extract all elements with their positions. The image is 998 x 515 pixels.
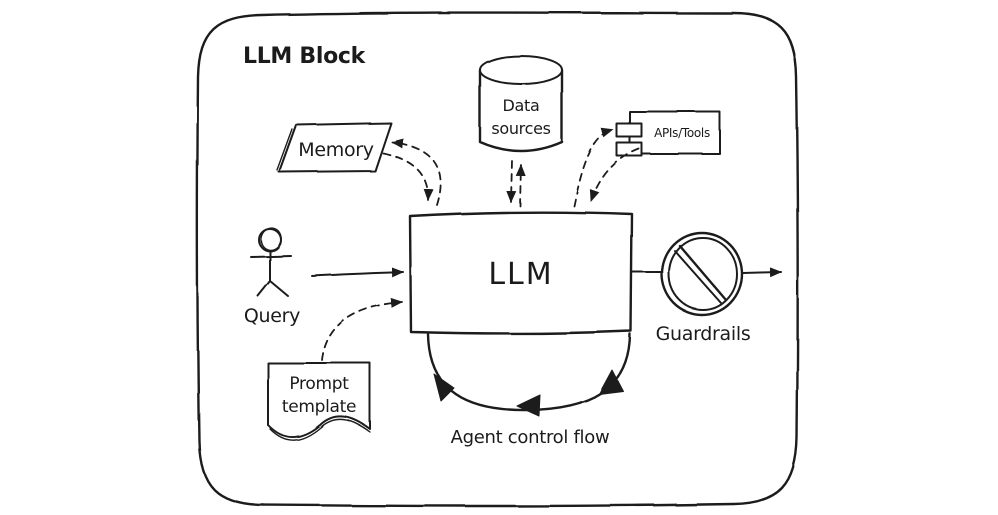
document-wave-echo: [269, 418, 371, 441]
component-tab-bottom-icon: [616, 142, 643, 157]
llm-to-data-sources-arrow: [515, 164, 526, 207]
guardrails-output-arrow: [742, 267, 782, 278]
llm-node: [408, 211, 634, 335]
diagram-shapes-layer: [196, 11, 799, 508]
database-icon-top: [479, 55, 563, 85]
apis-tools-to-llm-arrow: [589, 148, 640, 202]
query-node: [250, 227, 292, 297]
loop-arc: [426, 332, 632, 412]
memory-node: [276, 122, 392, 173]
guardrails-node: [660, 231, 744, 317]
data-sources-to-llm-arrow: [506, 160, 517, 203]
llm-label: LLM: [488, 257, 553, 292]
prompt-template-label-line2: template: [282, 397, 356, 417]
diagram-text-layer: LLM Block LLM Memory Data sources APIs/T…: [243, 44, 751, 448]
memory-label: Memory: [298, 139, 374, 161]
query-to-llm-arrow: [311, 267, 404, 278]
data-sources-label-line1: Data: [502, 96, 539, 115]
prompt-template-to-llm-arrow: [321, 297, 403, 361]
loop-arrowhead-middle: [516, 394, 541, 417]
document-icon: [267, 362, 371, 438]
data-sources-label-line2: sources: [491, 119, 550, 138]
apis-tools-node: [616, 111, 721, 157]
llm-to-memory-arrow: [391, 138, 442, 206]
llm-to-apis-tools-arrow: [573, 128, 614, 207]
agent-control-flow-loop: [426, 332, 632, 417]
prompt-template-label-line1: Prompt: [289, 374, 349, 394]
data-sources-node: [478, 55, 564, 153]
person-icon: [250, 227, 292, 297]
query-label: Query: [244, 305, 300, 327]
loop-arrowhead-left: [433, 373, 455, 402]
guardrails-label: Guardrails: [656, 323, 751, 345]
llm-box: [408, 211, 634, 335]
prohibition-icon: [660, 231, 744, 317]
apis-tools-label: APIs/Tools: [654, 126, 710, 140]
memory-left-edge-hatch: [276, 126, 296, 171]
database-icon: [478, 68, 564, 153]
llm-block-container-border: [196, 11, 799, 508]
memory-to-llm-arrow: [382, 152, 434, 201]
loop-arrowhead-right: [598, 369, 624, 395]
agent-control-flow-label: Agent control flow: [451, 427, 610, 448]
component-tab-top-icon: [616, 123, 643, 138]
diagram-title: LLM Block: [243, 44, 367, 69]
prompt-template-node: [267, 362, 371, 441]
